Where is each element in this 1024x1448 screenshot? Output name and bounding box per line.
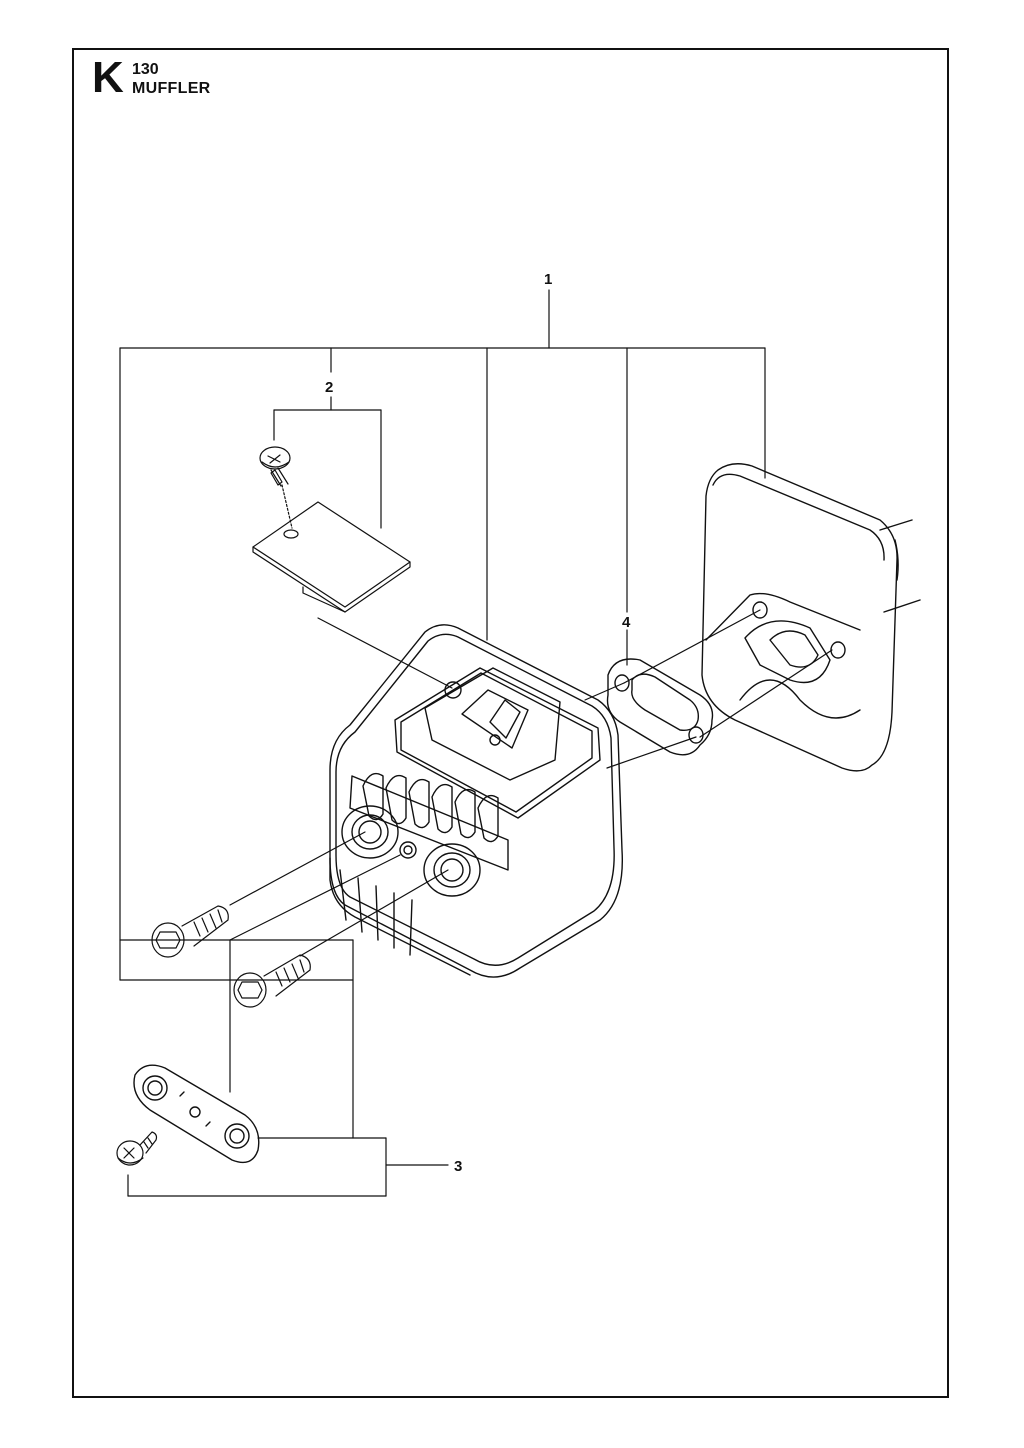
callout-1: 1 — [544, 271, 552, 288]
bolt-leader-1 — [229, 831, 366, 906]
muffler-bolt-2 — [233, 954, 311, 1008]
muffler-bolt-1 — [151, 905, 229, 958]
gasket-leader-4 — [606, 736, 697, 769]
gasket-leader-3 — [584, 682, 625, 701]
muffler-body — [329, 624, 624, 978]
heat-shield-screw — [259, 446, 291, 487]
heat-shield-plate — [252, 501, 411, 613]
section-code: 130 — [132, 61, 159, 78]
muffler-gasket — [606, 658, 714, 756]
section-title: MUFFLER — [132, 80, 211, 97]
bolt-leader-2 — [299, 869, 449, 957]
rear-heat-shield — [701, 463, 921, 772]
callout-3-bracket — [119, 939, 449, 1197]
plate-leader-2 — [229, 854, 401, 941]
section-letter: K — [92, 53, 124, 102]
plate-leader — [317, 617, 453, 689]
page-frame — [72, 48, 949, 1398]
spacer-plate-screw — [116, 1131, 158, 1166]
callout-4: 4 — [622, 614, 631, 631]
callout-3: 3 — [454, 1158, 462, 1175]
callout-2-bracket — [273, 396, 382, 529]
gasket-leader-1 — [623, 609, 761, 684]
spacer-plate — [133, 1064, 260, 1164]
callout-2: 2 — [325, 379, 333, 396]
